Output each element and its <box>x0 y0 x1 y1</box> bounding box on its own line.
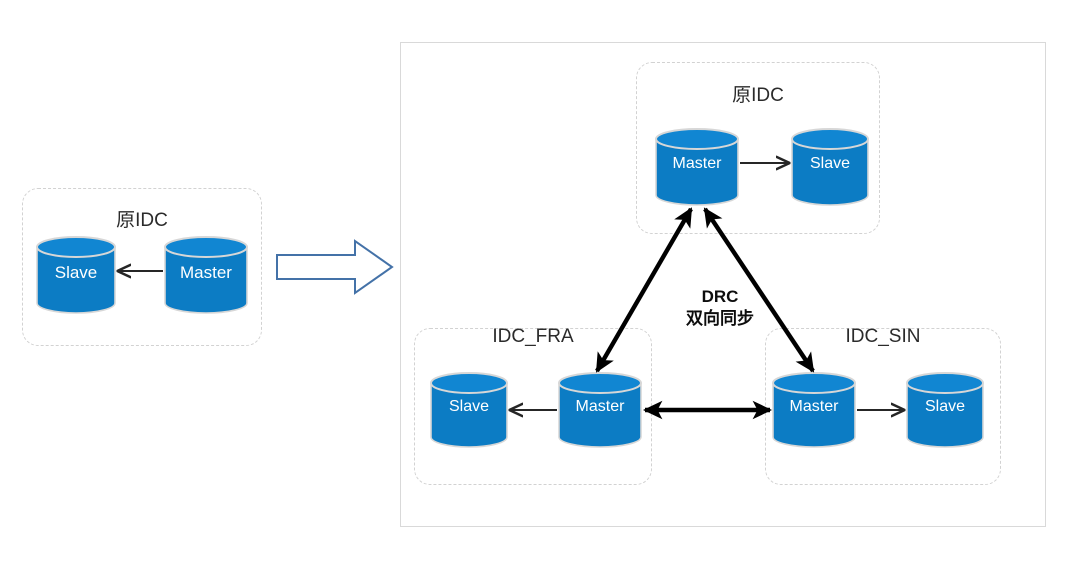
cylinder-shape <box>36 236 116 314</box>
drc-sync-note-line-2: 双向同步 <box>686 308 754 328</box>
cylinder-shape <box>906 372 984 448</box>
cylinder-shape <box>655 128 739 206</box>
cluster-before-origin-idc <box>22 188 262 346</box>
drc-sync-note-line-1: DRC <box>701 287 739 306</box>
cluster-idc-fra-label: IDC_FRA <box>492 326 574 347</box>
cylinder-shape <box>772 372 856 448</box>
cluster-before-origin-idc-label: 原IDC <box>116 210 168 231</box>
cylinder-shape <box>164 236 248 314</box>
cluster-idc-sin-label: IDC_SIN <box>845 326 921 347</box>
cylinder-shape <box>558 372 642 448</box>
cylinder-shape <box>791 128 869 206</box>
cluster-origin-idc-label: 原IDC <box>732 85 784 106</box>
block-arrow-right-icon <box>276 239 394 295</box>
edge-sync-sin-origin <box>703 207 815 373</box>
edge-sync-fra-origin <box>595 207 693 373</box>
cylinder-shape <box>430 372 508 448</box>
drc-sync-note: DRC 双向同步 <box>640 286 800 330</box>
